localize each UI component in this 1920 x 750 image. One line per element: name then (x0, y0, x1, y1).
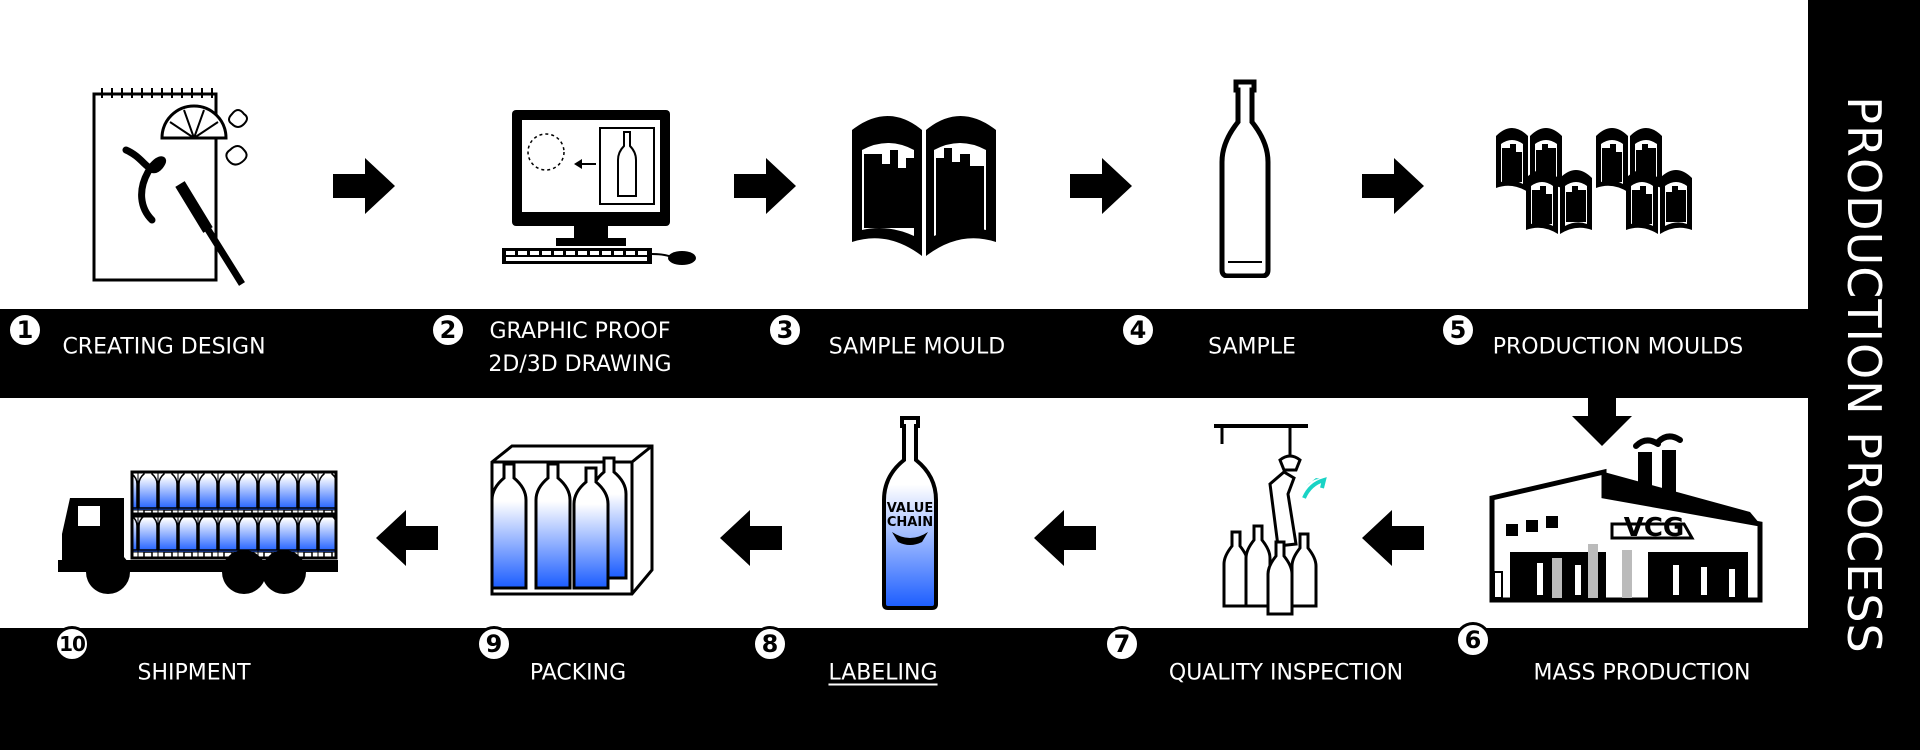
arrow-down-icon (1572, 398, 1632, 446)
step-2-label: GRAPHIC PROOF 2D/3D DRAWING (488, 315, 671, 381)
step-7-number: 7 (1104, 626, 1140, 662)
step-10-number: 10 (54, 626, 90, 662)
step-3-label: SAMPLE MOULD (828, 334, 1006, 360)
quality-inspection-icon (1214, 424, 1327, 616)
label-brand-line1: VALUE (887, 501, 934, 516)
step-6-number: 6 (1455, 622, 1491, 658)
step-4-number: 4 (1120, 312, 1156, 348)
step-5-label: PRODUCTION MOULDS (1492, 334, 1744, 360)
packing-box-icon (490, 444, 654, 596)
side-title-panel (1808, 0, 1920, 750)
arrow-right-icon (734, 158, 796, 214)
step-2-label-line1: GRAPHIC PROOF (489, 319, 671, 344)
arrow-right-icon (333, 158, 395, 214)
step-9-label: PACKING (529, 660, 627, 686)
arrow-left-icon (1034, 510, 1096, 566)
factory-sign: VCG (1624, 513, 1685, 543)
step-2-label-line2: 2D/3D DRAWING (488, 352, 672, 377)
production-moulds-icon (1496, 128, 1692, 234)
labeled-bottle-icon: VALUE CHAIN (882, 416, 938, 610)
step-1-label: CREATING DESIGN (62, 334, 266, 360)
step-4-label: SAMPLE (1208, 334, 1296, 360)
top-step-band (0, 309, 1810, 398)
step-3-number: 3 (767, 312, 803, 348)
arrow-left-icon (720, 510, 782, 566)
step-2-number: 2 (430, 312, 466, 348)
design-sketch-icon (92, 88, 248, 286)
step-7-label: QUALITY INSPECTION (1168, 660, 1404, 686)
step-9-number: 9 (476, 626, 512, 662)
sample-bottle-icon (1219, 79, 1271, 278)
arrow-left-icon (1362, 510, 1424, 566)
arrow-right-icon (1070, 158, 1132, 214)
label-brand-line2: CHAIN (887, 515, 933, 530)
process-title: PRODUCTION PROCESS (1837, 96, 1891, 654)
arrow-right-icon (1362, 158, 1424, 214)
step-5-number: 5 (1440, 312, 1476, 348)
factory-icon: VCG (1489, 433, 1763, 603)
bottom-step-band (0, 628, 1920, 750)
step-6-label: MASS PRODUCTION (1533, 660, 1751, 686)
sample-mould-icon (852, 116, 996, 256)
step-10-label: SHIPMENT (137, 660, 251, 686)
step-8-number: 8 (752, 626, 788, 662)
step-1-number: 1 (7, 312, 43, 348)
shipment-truck-icon (58, 470, 338, 594)
arrow-left-icon (376, 510, 438, 566)
step-8-label: LABELING (828, 660, 938, 686)
computer-drawing-icon (502, 110, 696, 265)
